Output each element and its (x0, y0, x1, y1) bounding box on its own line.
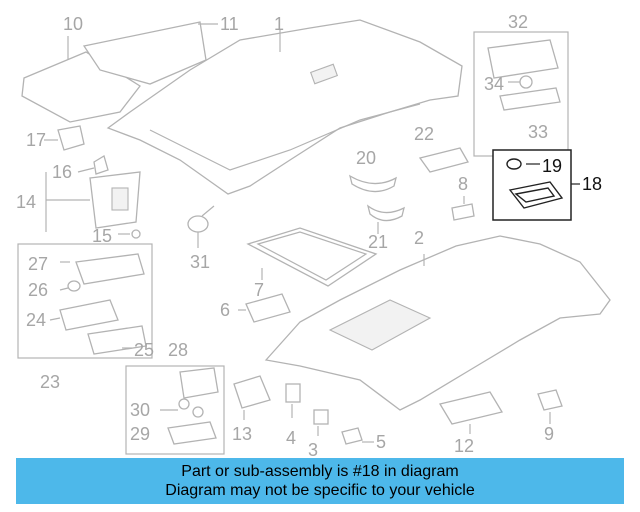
label-part-4: 4 (286, 428, 296, 448)
label-part-5: 5 (376, 432, 386, 452)
label-part-17: 17 (26, 130, 46, 150)
part-3-clip (313, 409, 329, 436)
group-23-box (17, 243, 153, 359)
part-2-headliner (264, 235, 611, 411)
label-part-21: 21 (368, 232, 388, 252)
part-8-lens (451, 196, 475, 221)
label-part-9: 9 (544, 424, 554, 444)
group-28-box (125, 365, 225, 455)
label-part-22: 22 (414, 124, 434, 144)
label-part-12: 12 (454, 436, 474, 456)
label-part-6: 6 (220, 300, 230, 320)
label-part-25: 25 (134, 340, 154, 360)
part-11-mat (82, 21, 218, 85)
label-part-23: 23 (40, 372, 60, 392)
label-part-33: 33 (528, 122, 548, 142)
part-20-grab-handle (348, 174, 397, 193)
label-part-26: 26 (28, 280, 48, 300)
part-5-clip (341, 427, 374, 445)
label-part-8: 8 (458, 174, 468, 194)
label-part-13: 13 (232, 424, 252, 444)
label-part-10: 10 (63, 14, 83, 34)
part-31-pin (187, 205, 215, 248)
part-21-grab-handle (366, 204, 405, 234)
part-9-bracket (537, 389, 563, 424)
label-part-29: 29 (130, 424, 150, 444)
part-7-sunroof-frame (246, 227, 378, 287)
part-18-dome-lamp (492, 149, 580, 221)
label-part-34: 34 (484, 74, 504, 94)
label-part-1: 1 (274, 14, 284, 34)
label-part-18: 18 (582, 174, 602, 194)
label-part-7: 7 (254, 280, 264, 300)
label-part-11: 11 (220, 14, 239, 34)
label-part-19: 19 (542, 156, 562, 176)
label-part-31: 31 (190, 252, 210, 272)
part-6-panel (238, 293, 291, 323)
label-part-24: 24 (26, 310, 46, 330)
part-15-clip (118, 229, 141, 239)
label-part-27: 27 (28, 254, 48, 274)
part-22-bracket (418, 147, 469, 173)
info-banner-line-2: Diagram may not be specific to your vehi… (165, 482, 475, 499)
part-12-panel (438, 391, 504, 434)
part-13-bracket (233, 375, 271, 420)
info-banner: Part or sub-assembly is #18 in diagram D… (16, 458, 624, 504)
group-32-box (473, 31, 569, 157)
part-4-clip (285, 383, 301, 418)
part-14-sun-visor (45, 171, 141, 232)
label-part-14: 14 (16, 192, 36, 212)
part-1-headliner (106, 19, 463, 195)
part-16-bracket (77, 155, 109, 175)
info-banner-line-1: Part or sub-assembly is #18 in diagram (181, 463, 459, 480)
part-17-hook (44, 125, 85, 151)
label-part-15: 15 (92, 226, 112, 246)
label-part-32: 32 (508, 12, 528, 32)
label-part-3: 3 (308, 440, 318, 460)
label-part-28: 28 (168, 340, 188, 360)
label-part-2: 2 (414, 228, 424, 248)
label-part-20: 20 (356, 148, 376, 168)
label-part-16: 16 (52, 162, 72, 182)
label-part-30: 30 (130, 400, 150, 420)
